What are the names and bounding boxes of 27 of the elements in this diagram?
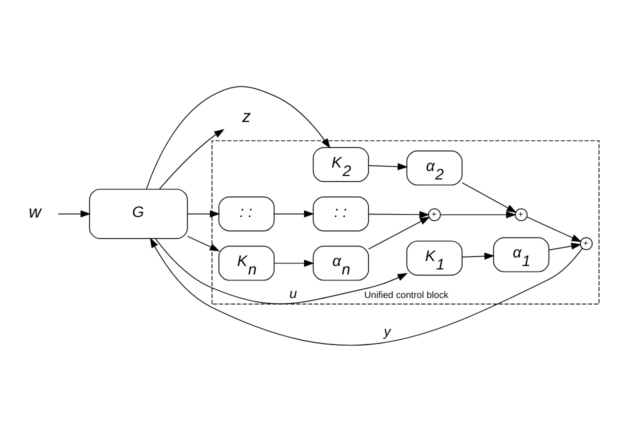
edge-label: u	[289, 286, 297, 301]
arrow	[440, 211, 516, 218]
arrow	[368, 211, 430, 218]
arrow	[150, 238, 583, 346]
node-text: w	[28, 202, 42, 222]
node-box: G	[89, 188, 188, 239]
arrow	[274, 260, 314, 267]
arrow	[274, 210, 314, 218]
arrow	[368, 216, 430, 250]
arrow	[526, 216, 582, 242]
node-circle: +	[428, 208, 441, 222]
node-text: z	[242, 107, 251, 126]
arrow	[155, 238, 408, 304]
arrow	[159, 129, 224, 190]
node-circle: +	[514, 208, 528, 222]
node-box: : :	[312, 196, 369, 232]
arrow	[548, 242, 582, 250]
node-circle: +	[580, 237, 593, 250]
arrow	[368, 163, 408, 170]
arrow	[187, 210, 220, 218]
arrow	[462, 182, 517, 213]
arrow	[462, 252, 495, 260]
arrow	[187, 236, 220, 252]
arrow	[146, 86, 330, 190]
node-box: : :	[218, 196, 275, 232]
edge-label: y	[384, 324, 391, 340]
arrow	[58, 210, 91, 218]
